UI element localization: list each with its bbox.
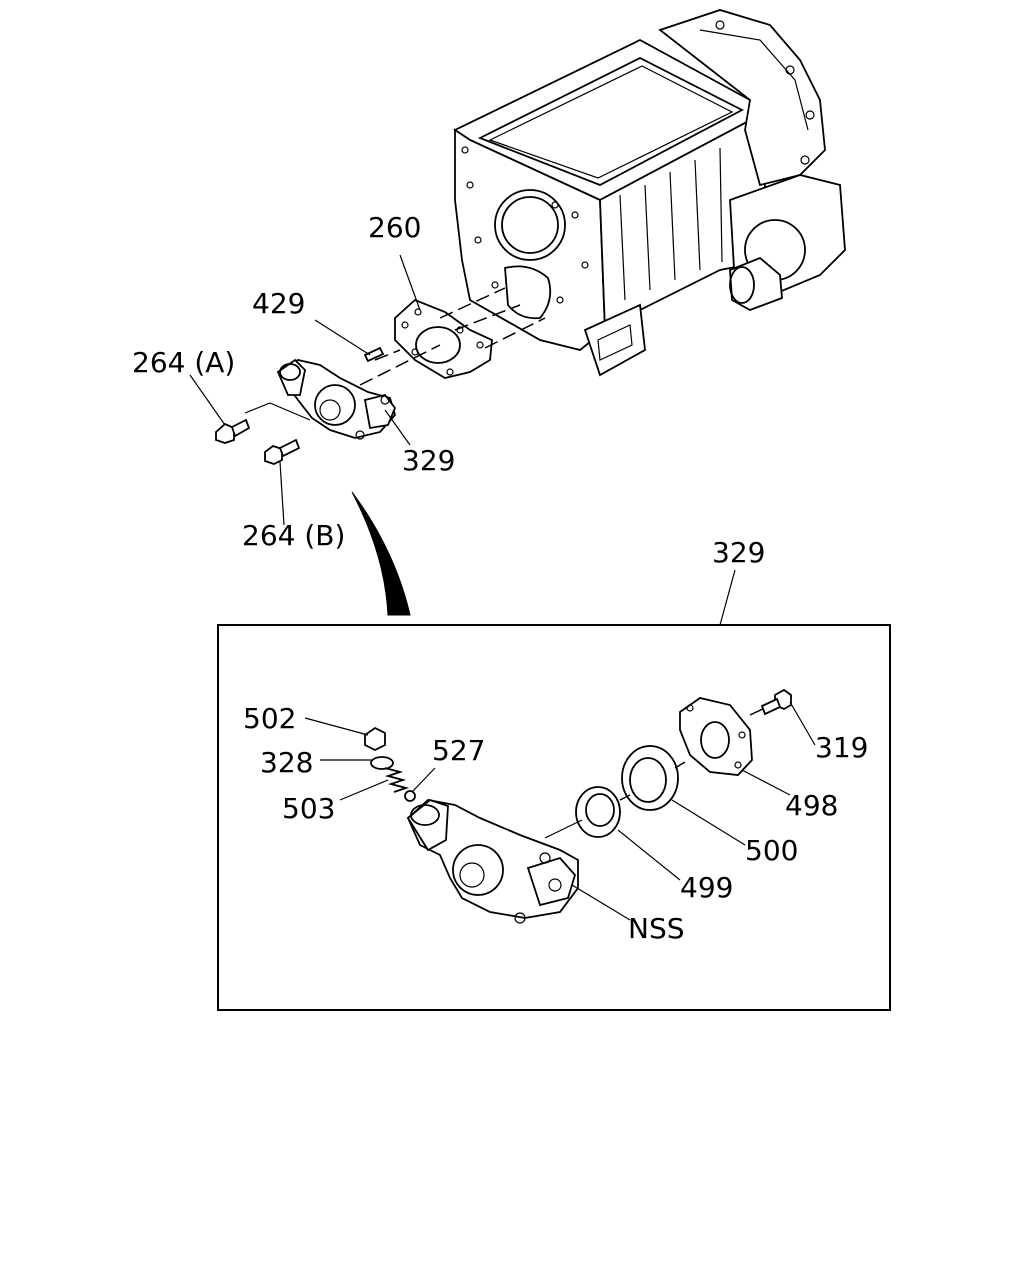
- cover-498: [679, 697, 753, 776]
- callout-319: 319: [815, 731, 868, 764]
- bolt-264b: [264, 438, 301, 465]
- detail-box-leader: [719, 569, 736, 626]
- callout-nss: NSS: [628, 912, 685, 945]
- callout-329-top: 329: [402, 444, 455, 477]
- callout-429: 429: [252, 287, 305, 320]
- callout-527: 527: [432, 734, 485, 767]
- bolt-264a: [215, 418, 251, 444]
- detail-assembly-line: [544, 707, 766, 839]
- callout-498: 498: [785, 789, 838, 822]
- gasket-260: [394, 298, 493, 379]
- bolt-319: [760, 688, 792, 716]
- callout-500: 500: [745, 834, 798, 867]
- spring-503: [384, 767, 410, 793]
- callout-329-box: 329: [712, 536, 765, 569]
- detail-leader-lines: [304, 701, 816, 921]
- callout-328: 328: [260, 746, 313, 779]
- top-leader-lines: [189, 254, 421, 526]
- bolt-a-leader-line: [244, 402, 311, 421]
- transmission-case: [453, 9, 846, 377]
- washer-328: [370, 756, 394, 770]
- seal-499: [575, 786, 621, 838]
- callout-260: 260: [368, 211, 421, 244]
- detail-pointer-arrow: [351, 491, 411, 616]
- callout-502: 502: [243, 702, 296, 735]
- bearing-500: [621, 745, 679, 811]
- callout-264b: 264 (B): [242, 519, 345, 552]
- assembly-guide-lines: [359, 287, 546, 386]
- oil-pump-assembly-top: [276, 358, 397, 440]
- ball-527: [404, 790, 416, 802]
- callout-503: 503: [282, 792, 335, 825]
- plug-502: [364, 726, 386, 752]
- detail-box: [217, 624, 891, 1011]
- callout-499: 499: [680, 871, 733, 904]
- pump-body-nss: [406, 798, 579, 924]
- callout-264a: 264 (A): [132, 346, 235, 379]
- dowel-pin-429: [363, 346, 385, 363]
